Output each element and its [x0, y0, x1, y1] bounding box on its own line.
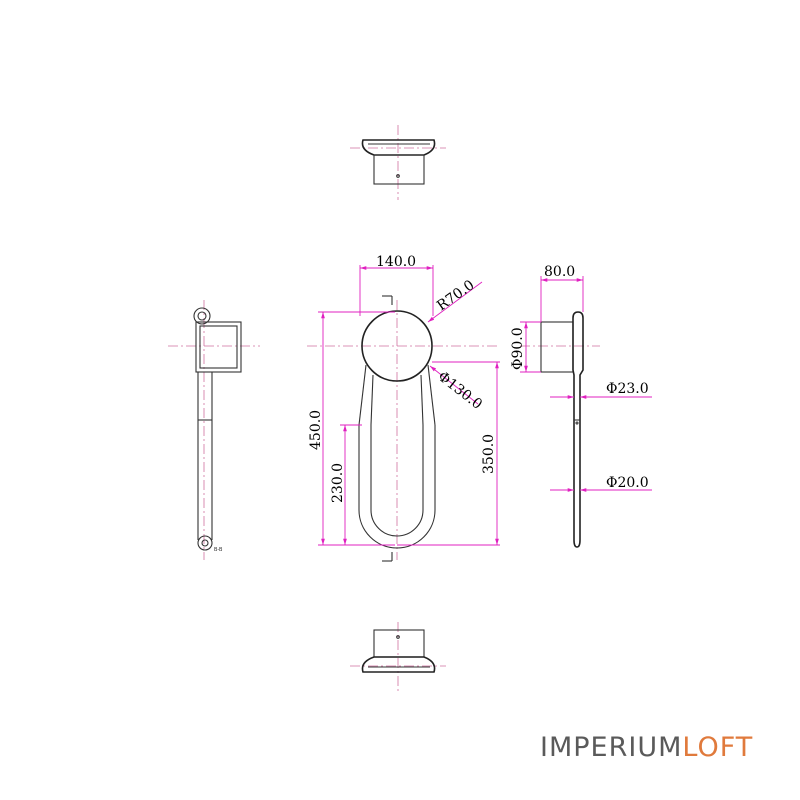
dimension-lines [318, 265, 652, 546]
bottom-view [350, 622, 446, 692]
brand-logo: IMPERIUMLOFT [540, 734, 753, 761]
side-view [520, 311, 600, 548]
dim-tube-height: 350.0 [481, 434, 497, 474]
dim-rod-upper-diameter: Φ23.0 [606, 381, 649, 397]
front-view [307, 295, 500, 562]
brand-logo-part2: LOFT [682, 732, 754, 763]
left-section-view: B-B [168, 300, 260, 560]
section-label: B-B [214, 547, 223, 553]
dim-width-top: 140.0 [376, 254, 416, 270]
dim-total-height: 450.0 [308, 410, 324, 450]
dim-rod-lower-diameter: Φ20.0 [606, 475, 649, 491]
dim-lower-height: 230.0 [330, 463, 346, 503]
dim-base-diameter: Φ90.0 [510, 327, 526, 370]
brand-logo-part1: IMPERIUM [540, 732, 683, 763]
top-view [350, 125, 446, 200]
dim-depth: 80.0 [544, 264, 575, 280]
dim-radius: R70.0 [434, 277, 477, 314]
dim-disc-diameter: Φ130.0 [435, 369, 485, 413]
